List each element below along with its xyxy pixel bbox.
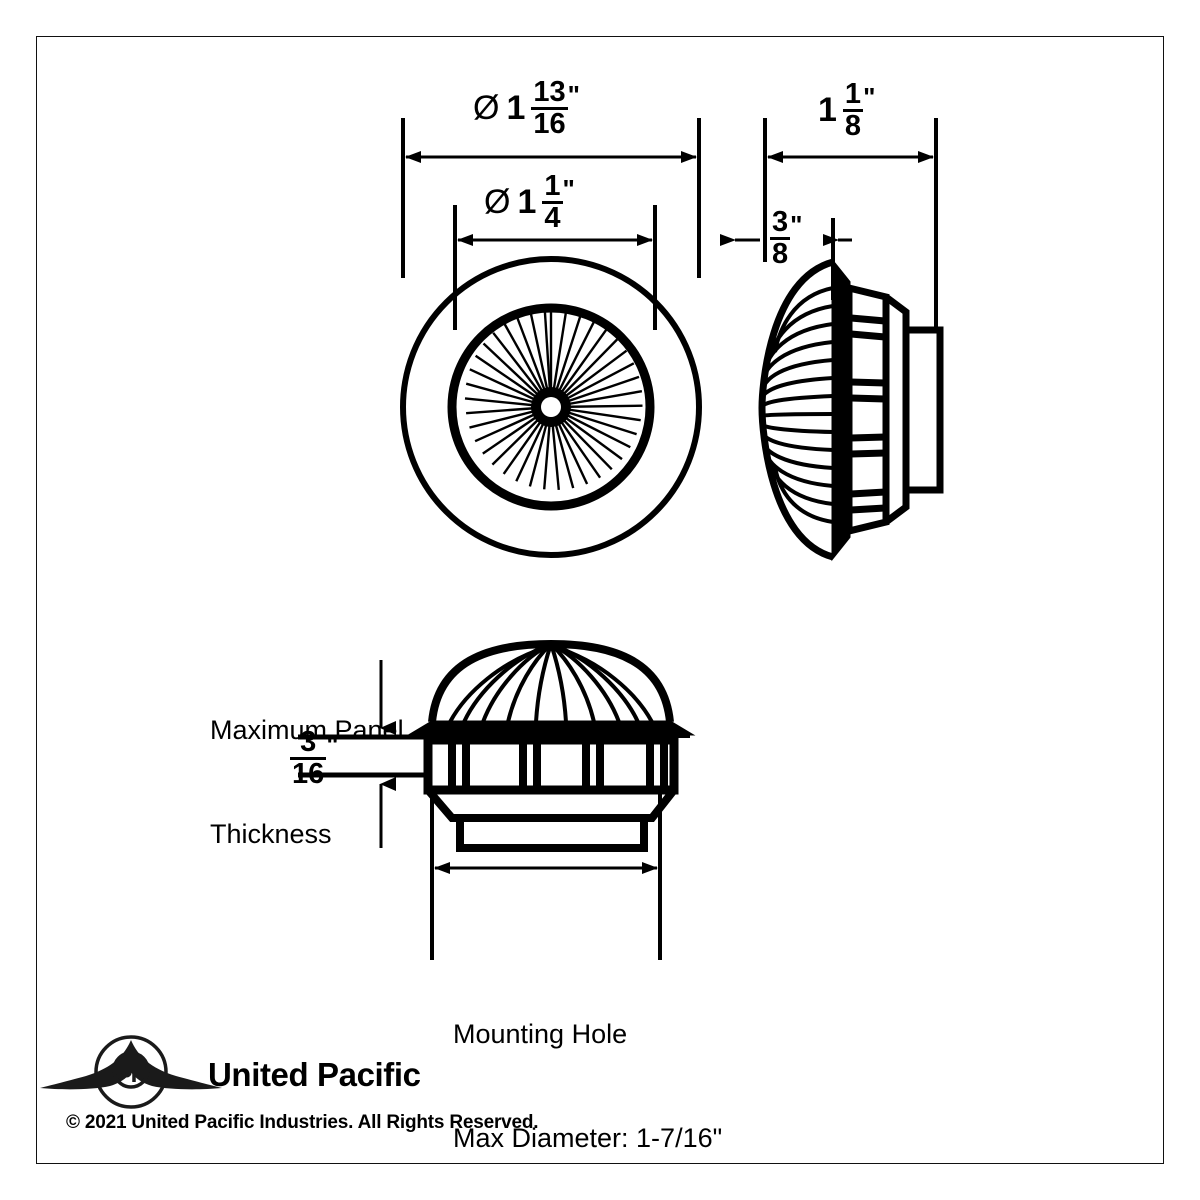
fraction-side-depth: 1 8 (842, 78, 864, 142)
diameter-symbol: Ø (473, 89, 500, 127)
fraction-front-outer: 13 16 (531, 76, 568, 140)
united-pacific-emblem (40, 1035, 222, 1109)
front-view (400, 256, 702, 558)
fraction-front-inner: 1 4 (542, 170, 563, 234)
dimension-panel-thickness: 3 16 " (290, 726, 339, 790)
dimension-side-flange: 3 8 " (770, 206, 803, 270)
diameter-symbol: Ø (484, 183, 511, 221)
bottom-section-view (406, 639, 696, 852)
fraction-panel-thickness: 3 16 (290, 726, 327, 790)
max-panel-thickness-label: Maximum Panel Thickness (210, 715, 404, 849)
mounting-hole-label: Mounting Hole Max Diameter: 1-7/16" Min … (453, 1019, 723, 1153)
side-dimension-lines (720, 118, 938, 330)
fraction-side-flange: 3 8 (770, 206, 791, 270)
dimension-side-depth: 1 1 8 " (818, 78, 876, 142)
brand-name: United Pacific (208, 1056, 421, 1093)
copyright-notice: © 2021 United Pacific Industries. All Ri… (66, 1112, 539, 1133)
page-border (36, 36, 1164, 1164)
front-dimension-lines (401, 118, 701, 330)
dimension-front-inner: Ø 1 1 4 " (484, 170, 575, 234)
bottom-dimension-lines (298, 660, 662, 960)
dimension-front-outer: Ø 1 13 16 " (473, 76, 580, 140)
side-view (758, 257, 944, 562)
